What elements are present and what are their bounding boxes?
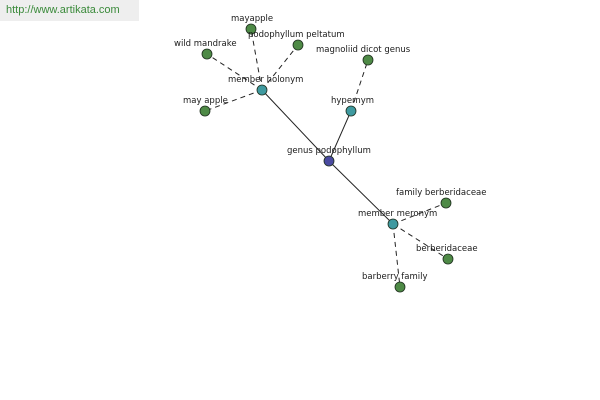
edge-member-holonym-to-podophyllum-peltatum <box>261 44 299 91</box>
node-genus-podophyllum[interactable] <box>323 155 335 167</box>
source-url-banner[interactable]: http://www.artikata.com <box>0 0 139 21</box>
edge-center-to-hypernym <box>328 110 352 162</box>
node-member-holonym[interactable] <box>256 84 268 96</box>
node-label-may-apple[interactable]: may apple <box>183 96 228 106</box>
node-label-hypernym[interactable]: hypernym <box>331 96 374 106</box>
edge-member-holonym-to-mayapple <box>250 28 263 91</box>
node-barberry-family[interactable] <box>394 281 406 293</box>
node-label-magnoliid-dicot-genus[interactable]: magnoliid dicot genus <box>316 45 411 55</box>
edge-member-holonym-to-may-apple <box>204 89 263 112</box>
node-label-mayapple[interactable]: mayapple <box>231 14 273 24</box>
edge-member-holonym-to-wild-mandrake <box>206 53 263 91</box>
node-wild-mandrake[interactable] <box>201 48 213 60</box>
node-label-berberidaceae[interactable]: berberidaceae <box>416 244 478 254</box>
node-label-member-meronym[interactable]: member meronym <box>358 209 437 219</box>
node-berberidaceae[interactable] <box>442 253 454 265</box>
edges-layer <box>204 28 449 288</box>
edge-center-to-member-meronym <box>328 160 394 225</box>
node-podophyllum-peltatum[interactable] <box>292 39 304 51</box>
edge-member-meronym-to-barberry-family <box>392 223 401 288</box>
node-member-meronym[interactable] <box>387 218 399 230</box>
node-label-wild-mandrake[interactable]: wild mandrake <box>174 39 237 49</box>
nodes-layer <box>199 23 454 293</box>
node-mayapple[interactable] <box>245 23 257 35</box>
labels-layer: genus podophyllum member holonym hypernym m… <box>174 14 486 282</box>
node-hypernym[interactable] <box>345 105 357 117</box>
node-label-podophyllum-peltatum[interactable]: podophyllum peltatum <box>248 30 345 40</box>
node-label-barberry-family[interactable]: barberry family <box>362 272 428 282</box>
edge-member-meronym-to-berberidaceae <box>392 223 449 260</box>
node-label-member-holonym[interactable]: member holonym <box>228 75 303 85</box>
edge-center-to-member-holonym <box>261 89 330 162</box>
node-family-berberidaceae[interactable] <box>440 197 452 209</box>
node-may-apple[interactable] <box>199 105 211 117</box>
node-label-genus-podophyllum[interactable]: genus podophyllum <box>287 146 371 156</box>
node-label-family-berberidaceae[interactable]: family berberidaceae <box>396 188 486 198</box>
node-magnoliid-dicot-genus[interactable] <box>362 54 374 66</box>
edge-member-meronym-to-family-berberidaceae <box>392 202 447 225</box>
